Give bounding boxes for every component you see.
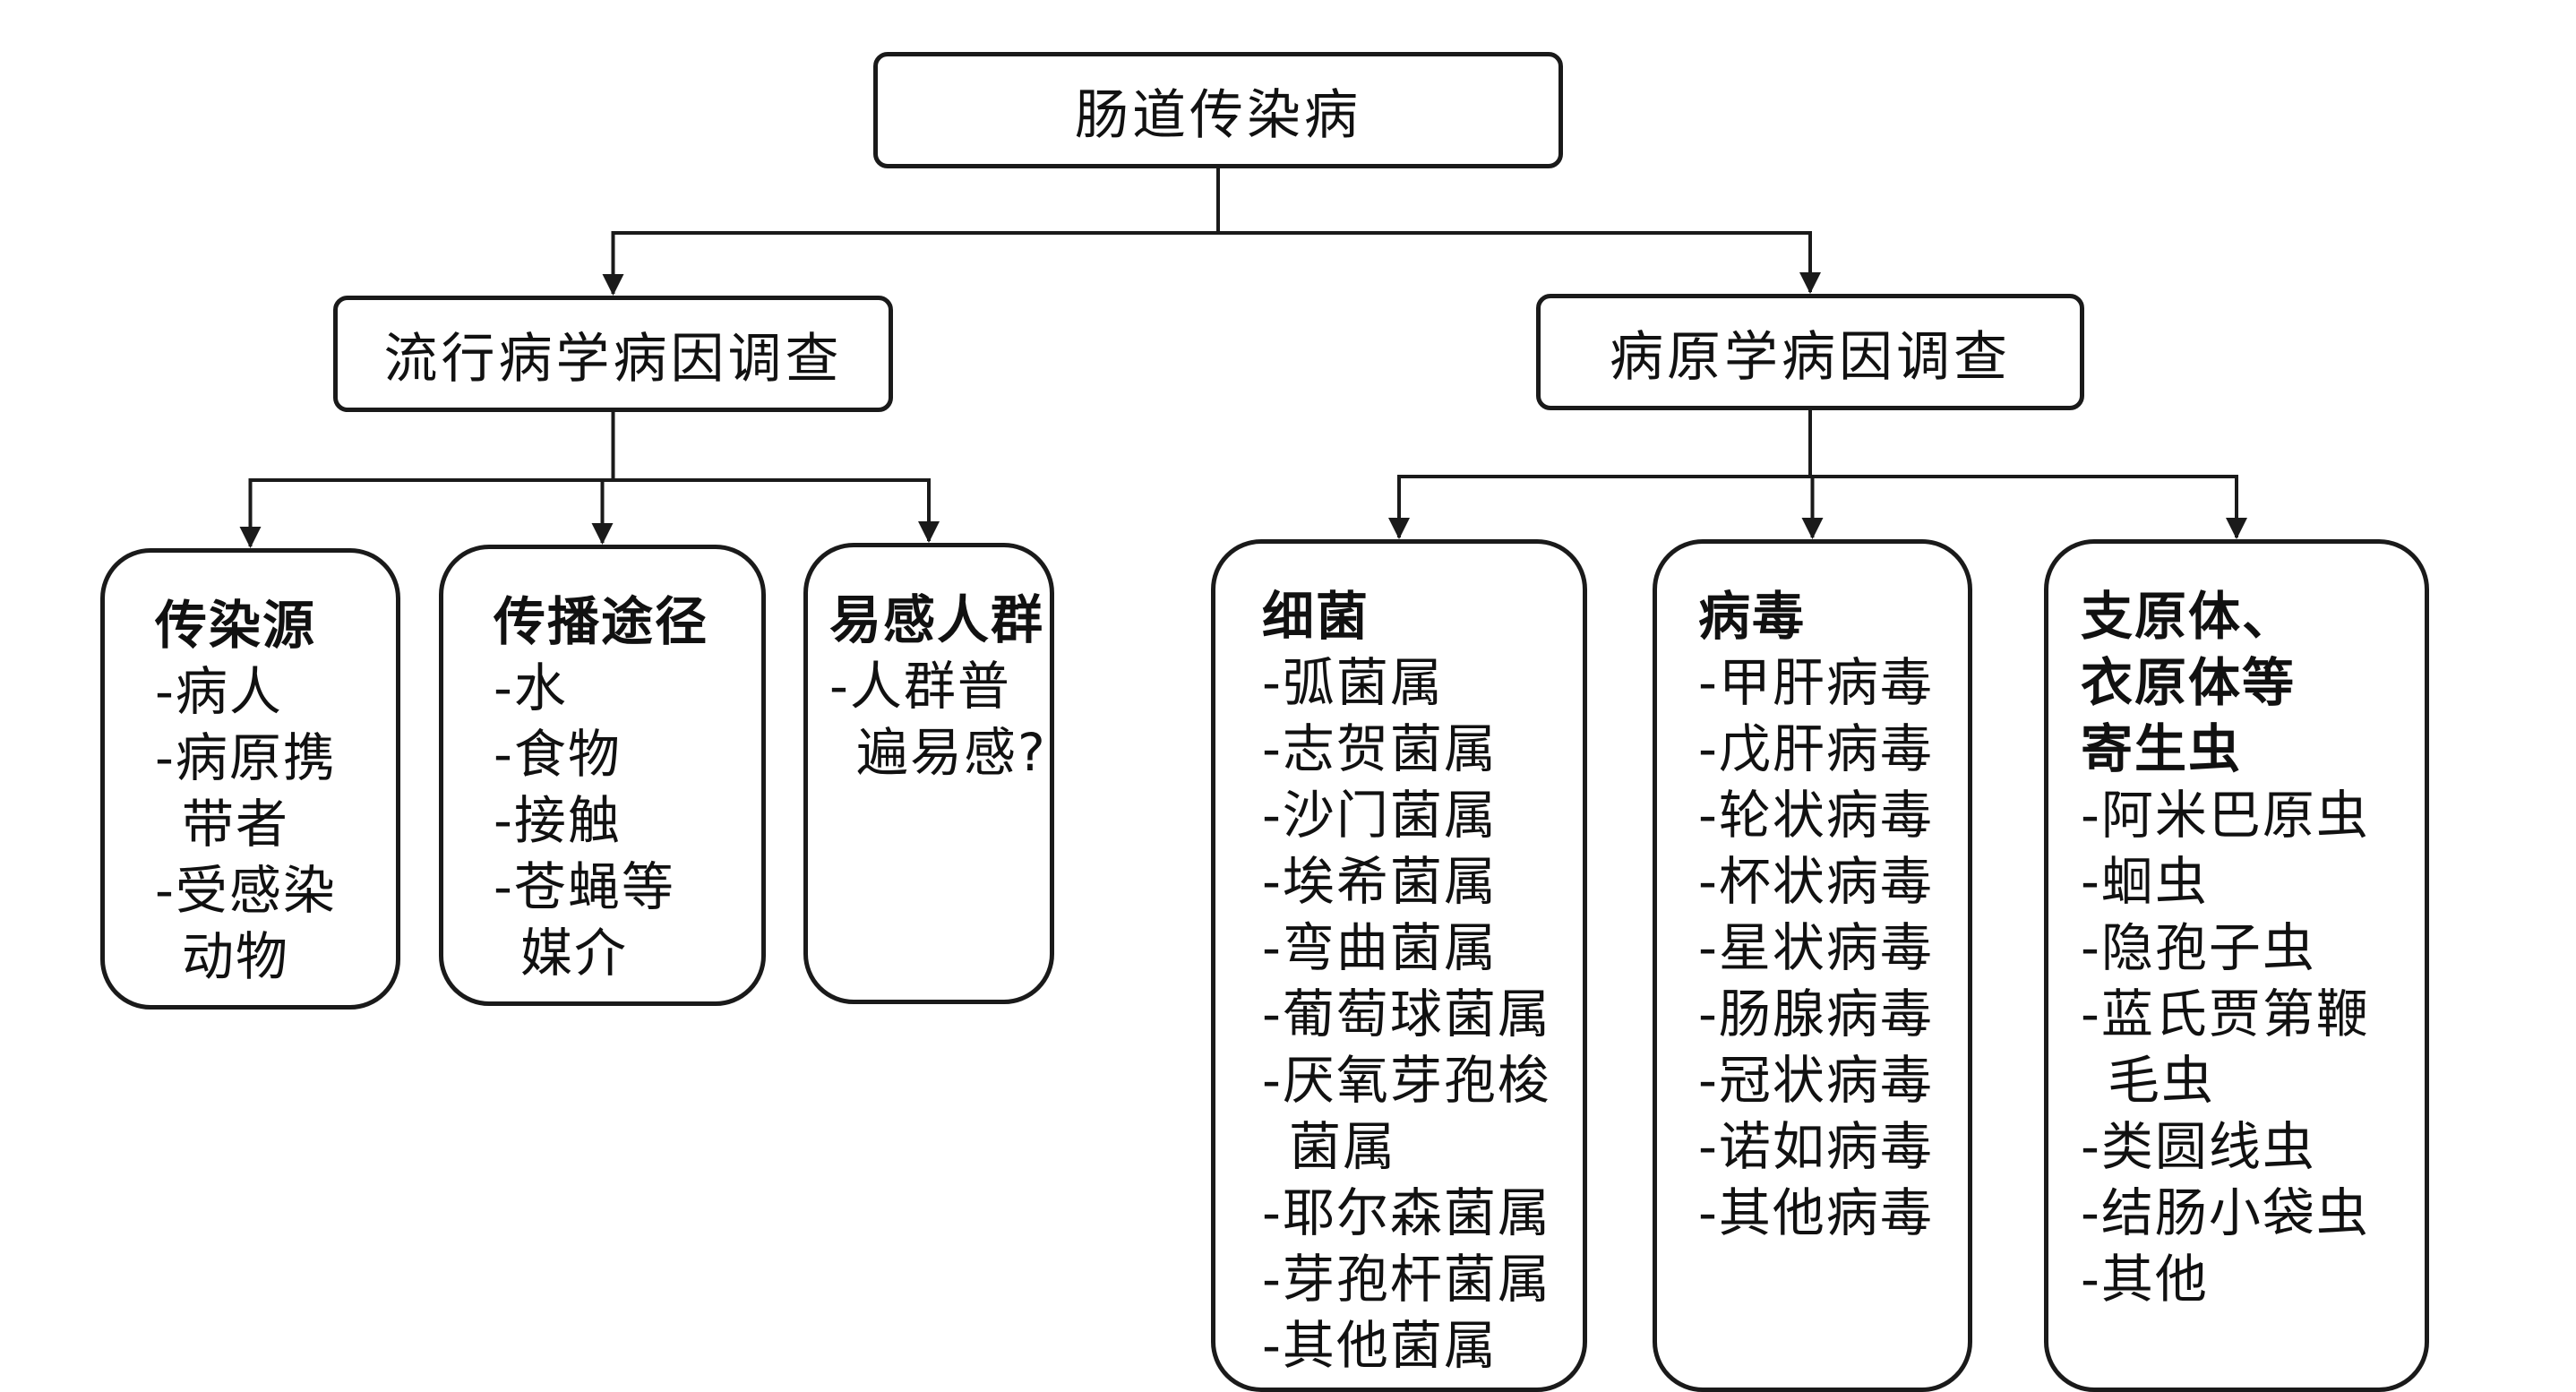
parasite-node: 支原体、衣原体等寄生虫-阿米巴原虫-蛔虫-隐孢子虫-蓝氏贾第鞭毛虫-类圆线虫-结… — [2044, 539, 2429, 1392]
list-item: -弯曲菌属 — [1262, 917, 1498, 978]
list-item: -病人 — [155, 661, 283, 722]
infection-source-node: 传染源-病人-病原携带者-受感染动物 — [100, 548, 400, 1010]
list-item: 带者 — [182, 794, 290, 855]
list-item: 遍易感? — [856, 722, 1047, 783]
list-item: -轮状病毒 — [1698, 785, 1934, 846]
list-item: -其他 — [2081, 1249, 2209, 1310]
list-item: -水 — [494, 657, 568, 718]
list-item: -肠腺病毒 — [1698, 984, 1934, 1044]
list-item: -其他病毒 — [1698, 1182, 1934, 1243]
list-item: -人群普 — [829, 656, 1011, 717]
list-item: -芽孢杆菌属 — [1262, 1249, 1551, 1310]
list-item: -杯状病毒 — [1698, 851, 1934, 912]
list-item: 菌属 — [1289, 1116, 1397, 1177]
etiology-node: 病原学病因调查 — [1536, 294, 2084, 410]
list-item: 动物 — [182, 926, 290, 987]
node-title: 衣原体等 — [2081, 652, 2297, 713]
list-item: -隐孢子虫 — [2081, 917, 2316, 978]
bacteria-node: 细菌-弧菌属-志贺菌属-沙门菌属-埃希菌属-弯曲菌属-葡萄球菌属-厌氧芽孢梭菌属… — [1211, 539, 1587, 1392]
list-item: -沙门菌属 — [1262, 785, 1498, 846]
list-item: -甲肝病毒 — [1698, 652, 1934, 713]
list-item: -耶尔森菌属 — [1262, 1182, 1551, 1243]
list-item: -弧菌属 — [1262, 652, 1444, 713]
root-label: 肠道传染病 — [1075, 83, 1361, 147]
list-item: -志贺菌属 — [1262, 718, 1498, 779]
virus-node: 病毒-甲肝病毒-戊肝病毒-轮状病毒-杯状病毒-星状病毒-肠腺病毒-冠状病毒-诺如… — [1653, 539, 1972, 1392]
epidemiology-node: 流行病学病因调查 — [333, 296, 893, 412]
node-title: 传染源 — [155, 595, 317, 656]
list-item: 毛虫 — [2108, 1050, 2216, 1111]
list-item: -阿米巴原虫 — [2081, 785, 2370, 846]
list-item: -星状病毒 — [1698, 917, 1934, 978]
list-item: -葡萄球菌属 — [1262, 984, 1551, 1044]
list-item: -食物 — [494, 724, 622, 785]
node-title: 细菌 — [1262, 586, 1370, 647]
list-item: -戊肝病毒 — [1698, 718, 1934, 779]
list-item: 媒介 — [520, 923, 629, 984]
list-item: -蛔虫 — [2081, 851, 2209, 912]
list-item: -苍蝇等 — [494, 856, 675, 917]
list-item: -蓝氏贾第鞭 — [2081, 984, 2370, 1044]
list-item: -病原携 — [155, 727, 337, 788]
list-item: -接触 — [494, 790, 622, 851]
list-item: -诺如病毒 — [1698, 1116, 1934, 1177]
list-item: -类圆线虫 — [2081, 1116, 2316, 1177]
list-item: -埃希菌属 — [1262, 851, 1498, 912]
list-item: -冠状病毒 — [1698, 1050, 1934, 1111]
node-title: 传播途径 — [494, 591, 709, 652]
node-title: 易感人群 — [829, 589, 1045, 650]
node-title: 寄生虫 — [2081, 718, 2243, 779]
list-item: -受感染 — [155, 860, 337, 921]
epidemiology-label: 流行病学病因调查 — [383, 327, 843, 391]
list-item: -其他菌属 — [1262, 1315, 1498, 1376]
root-node: 肠道传染病 — [873, 52, 1563, 168]
susceptible-population-node: 易感人群-人群普遍易感? — [803, 543, 1054, 1004]
list-item: -厌氧芽孢梭 — [1262, 1050, 1551, 1111]
etiology-label: 病原学病因调查 — [1610, 325, 2011, 389]
list-item: -结肠小袋虫 — [2081, 1182, 2370, 1243]
node-title: 支原体、 — [2081, 586, 2297, 647]
transmission-route-node: 传播途径-水-食物-接触-苍蝇等媒介 — [439, 545, 766, 1006]
node-title: 病毒 — [1698, 586, 1807, 647]
